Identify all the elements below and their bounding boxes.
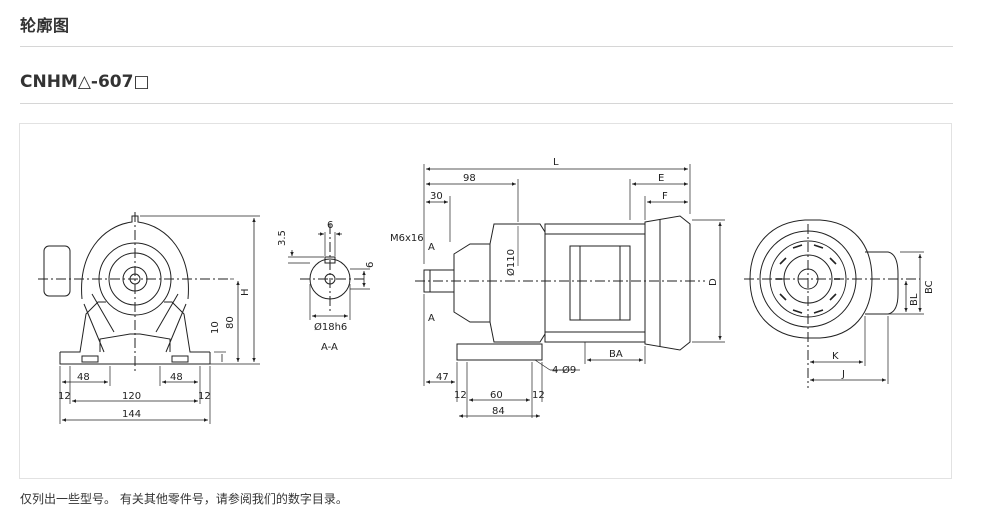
dim-label: Ø18h6 <box>314 321 347 333</box>
dim-label: 144 <box>122 409 141 420</box>
dim-label: 12 <box>454 390 467 401</box>
dim-label: 10 <box>210 321 221 334</box>
dim-label: F <box>662 191 668 202</box>
model-divider <box>20 103 953 104</box>
dim-label: M6x16 <box>390 233 424 244</box>
dim-label: BC <box>924 280 935 294</box>
drawing-canvas: H 80 10 48 48 120 12 12 144 6 3.5 6 Ø18h… <box>38 157 935 424</box>
dim-label: H <box>240 288 251 296</box>
dim-label: 6 <box>365 262 376 268</box>
catalog-footnote: 仅列出一些型号。 有关其他零件号，请参阅我们的数字目录。 <box>20 492 348 506</box>
dim-label: 84 <box>492 406 505 417</box>
dim-label: 48 <box>77 372 90 383</box>
dim-label: 30 <box>430 191 443 202</box>
terminal-box <box>43 245 71 297</box>
dim-label: BL <box>909 293 920 306</box>
dim-label: 120 <box>122 391 141 402</box>
side-view <box>415 164 725 418</box>
dim-label: 12 <box>532 390 545 401</box>
dim-label: J <box>841 369 845 380</box>
end-view <box>744 219 924 388</box>
dim-label: 80 <box>225 316 236 329</box>
section-caption: A-A <box>321 342 338 353</box>
section-title: 轮廓图 <box>20 16 70 35</box>
dim-label: E <box>658 173 664 184</box>
dim-label: BA <box>609 349 623 360</box>
dim-label: 48 <box>170 372 183 383</box>
dim-label: 98 <box>463 173 476 184</box>
dim-label: A <box>428 242 435 253</box>
dim-label: Ø110 <box>505 249 517 276</box>
dim-label: K <box>832 351 839 362</box>
dim-label: D <box>708 278 719 286</box>
model-title: CNHM△-607□ <box>20 72 150 92</box>
dim-label: 47 <box>436 372 449 383</box>
section-view <box>288 224 370 320</box>
outline-drawing: H 80 10 48 48 120 12 12 144 6 3.5 6 Ø18h… <box>19 123 952 479</box>
dim-label: L <box>553 157 559 168</box>
dim-label: 3.5 <box>277 230 288 246</box>
dim-label: 60 <box>490 390 503 401</box>
dim-label: A <box>428 313 435 324</box>
dim-label: 12 <box>58 391 71 402</box>
dim-label: 6 <box>327 220 333 231</box>
dim-label: 12 <box>198 391 211 402</box>
dim-label: 4-Ø9 <box>552 364 576 376</box>
front-view <box>38 212 260 424</box>
section-divider <box>20 46 953 47</box>
